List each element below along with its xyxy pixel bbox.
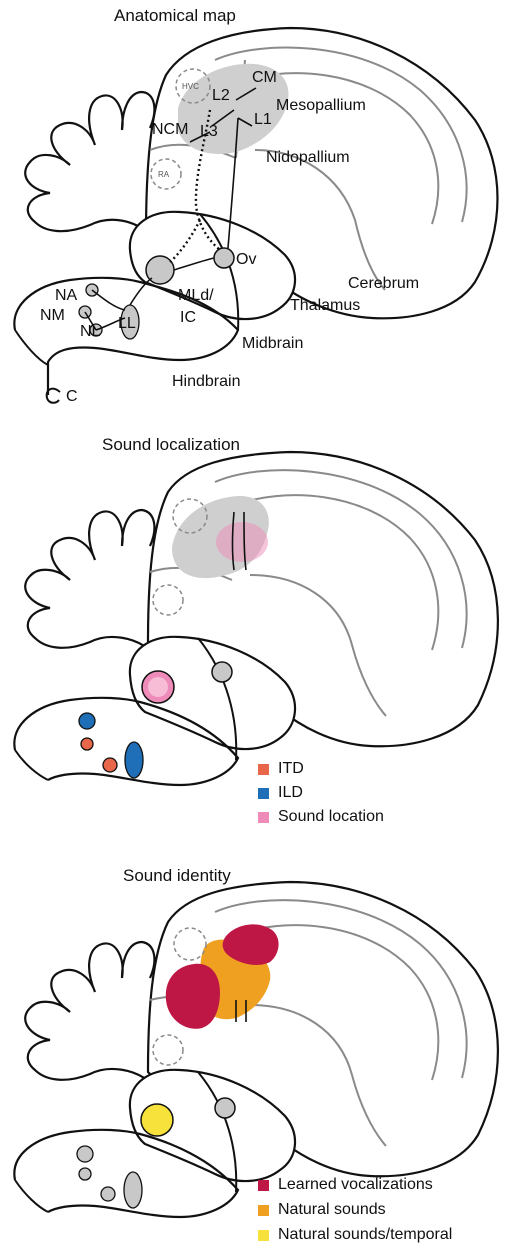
legend-item-ild: ILD: [258, 784, 303, 802]
legend-label-natural-sounds-temporal: Natural sounds/temporal: [278, 1226, 452, 1244]
na-nucleus: [77, 1146, 93, 1162]
c-label: C: [66, 388, 78, 405]
mesopallium-label: Mesopallium: [276, 97, 366, 114]
itd-nl: [103, 758, 117, 772]
sound-location-forebrain: [216, 522, 268, 562]
legend-label-natural-sounds: Natural sounds: [278, 1201, 386, 1219]
legend-label-itd: ITD: [278, 760, 304, 778]
hvc-label: HVC: [182, 82, 199, 91]
cerebrum-label: Cerebrum: [348, 275, 419, 292]
cochlear-nerve: [15, 330, 48, 365]
legend-label-learned-vocalizations: Learned vocalizations: [278, 1176, 433, 1194]
cerebellum-outline: [25, 510, 154, 650]
nl-label: NL: [80, 323, 101, 340]
nm-label: NM: [40, 307, 65, 324]
ov-nucleus: [212, 662, 232, 682]
cerebellum-outline: [25, 942, 154, 1082]
cm-label: CM: [252, 69, 277, 86]
natural-sounds-swatch: [258, 1205, 269, 1216]
cochlear-nerve: [15, 1180, 48, 1212]
natural-sounds-temporal-mld: [141, 1104, 173, 1136]
sound-identity-panel: Sound identity Learned vocalizations Nat: [0, 850, 515, 1254]
na-label: NA: [55, 287, 78, 304]
anatomical-brain-diagram: HVC RA L2 CM Mesopallium L1 NCM L3 Nidop…: [0, 0, 515, 420]
legend-item-natural-sounds-temporal: Natural sounds/temporal: [258, 1226, 452, 1244]
legend-item-natural-sounds: Natural sounds: [258, 1201, 386, 1219]
legend-item-itd: ITD: [258, 760, 304, 778]
cerebellum-outline: [25, 92, 154, 235]
ov-label: Ov: [236, 251, 256, 268]
legend-item-learned-vocalizations: Learned vocalizations: [258, 1176, 433, 1194]
nidopallium-label: Nidopallium: [266, 149, 350, 166]
ic-label: IC: [180, 309, 196, 326]
l3-label: L3: [200, 123, 218, 140]
itd-swatch: [258, 764, 269, 775]
ll-label: LL: [118, 315, 136, 332]
ll-nucleus: [124, 1172, 142, 1208]
legend-label-ild: ILD: [278, 784, 303, 802]
ra-label: RA: [158, 170, 170, 179]
connection-na-ll: [92, 290, 125, 310]
midbrain-label: Midbrain: [242, 335, 303, 352]
nm-nucleus: [79, 1168, 91, 1180]
natural-sounds-temporal-swatch: [258, 1230, 269, 1241]
legend-item-sound-location: Sound location: [258, 808, 384, 826]
sound-location-swatch: [258, 812, 269, 823]
c-input-curve: [47, 389, 60, 403]
l1-label: L1: [254, 111, 272, 128]
anatomical-map-panel: Anatomical map: [0, 0, 515, 420]
ild-swatch: [258, 788, 269, 799]
ild-na: [79, 713, 95, 729]
sound-localization-panel: Sound localization ITD ILD: [0, 420, 515, 850]
l2-label: L2: [212, 87, 230, 104]
cochlear-nerve: [15, 750, 48, 780]
ov-nucleus: [214, 248, 234, 268]
sound-location-mld-core: [148, 677, 168, 697]
ild-ll: [125, 742, 143, 778]
thalamus-label: Thalamus: [290, 297, 360, 314]
mld-label: MLd/: [178, 287, 214, 304]
legend-label-sound-location: Sound location: [278, 808, 384, 826]
ov-nucleus: [215, 1098, 235, 1118]
ncm-label: NCM: [152, 121, 188, 138]
hindbrain-label: Hindbrain: [172, 373, 240, 390]
learned-vocalizations-swatch: [258, 1180, 269, 1191]
nl-nucleus: [101, 1187, 115, 1201]
itd-nm: [81, 738, 93, 750]
